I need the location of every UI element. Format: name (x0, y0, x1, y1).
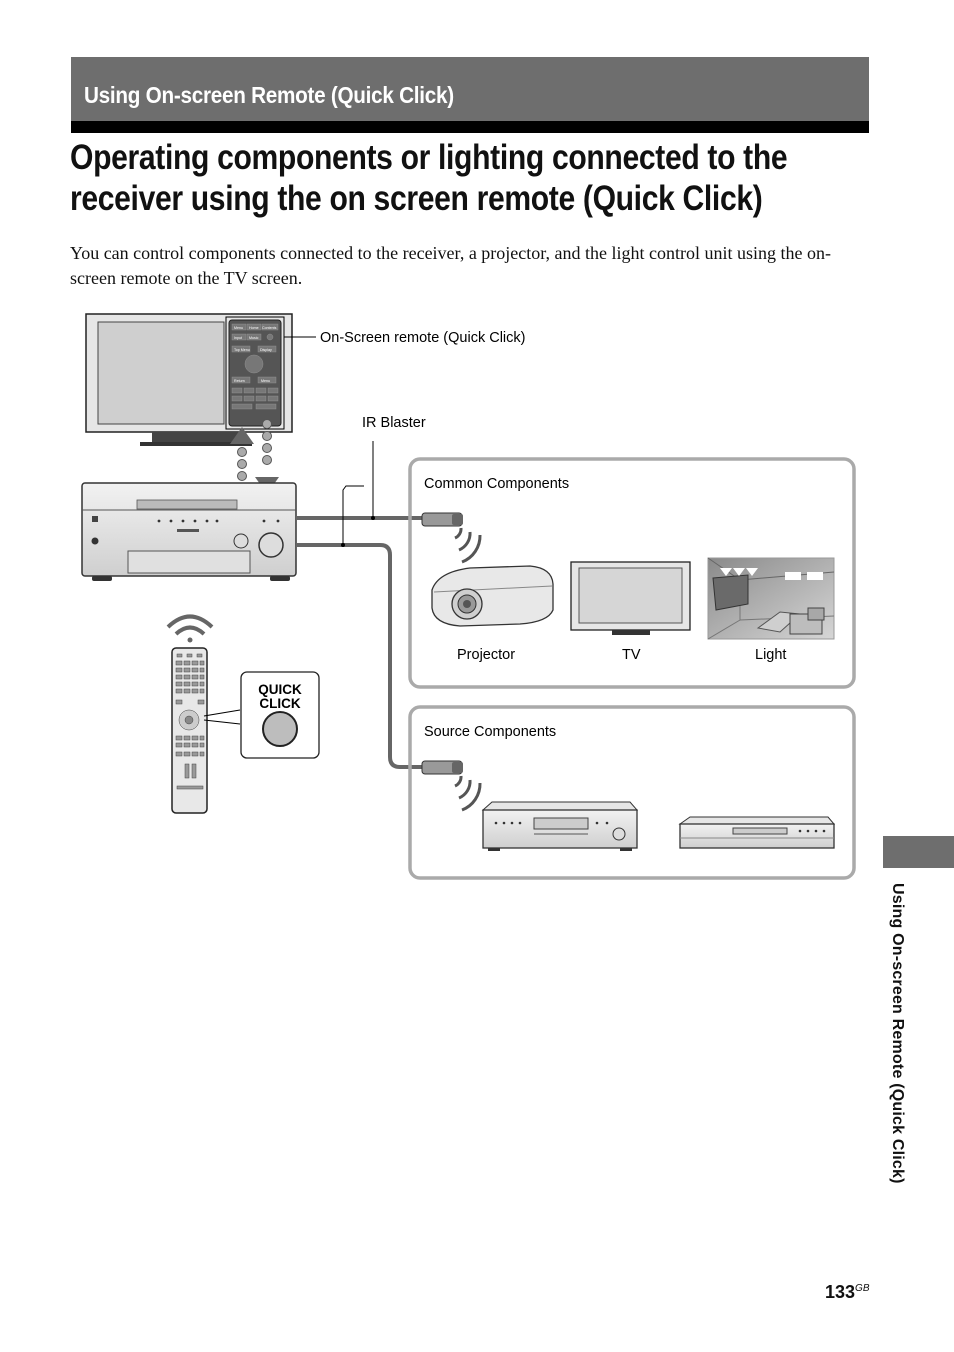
onscreen-remote-buttons (231, 323, 279, 410)
svg-text:Return: Return (234, 379, 245, 383)
quick-click-button-callout: QUICK CLICK (240, 671, 320, 759)
common-components-label: Common Components (424, 476, 569, 492)
page-title: Operating components or lighting connect… (70, 138, 788, 218)
svg-text:Contents: Contents (262, 326, 277, 330)
tv-with-onscreen-remote: Menu Home Contents Input Music Top Menu … (85, 313, 525, 446)
light-label: Light (755, 647, 786, 663)
svg-text:Menu: Menu (261, 379, 270, 383)
source-components-label: Source Components (424, 724, 556, 740)
page-number-suffix: GB (855, 1283, 870, 1294)
onscreen-remote-label: On-Screen remote (Quick Click) (320, 330, 525, 346)
av-receiver (81, 482, 297, 581)
svg-text:Input: Input (234, 336, 242, 340)
page-number: 133GB (825, 1282, 870, 1303)
section-banner (71, 57, 869, 121)
source-components-box: Source Components (408, 705, 856, 880)
quick-click-button (262, 711, 298, 747)
remote-commander: QUICK CLICK (166, 614, 320, 814)
section-banner-rule (71, 121, 869, 133)
source-recorder-image (678, 816, 836, 849)
source-player-image (481, 801, 639, 851)
common-components-box: Common Components Projector TV (408, 457, 856, 689)
svg-text:Menu: Menu (234, 326, 243, 330)
wireless-signal-icon (166, 614, 214, 643)
quick-click-label-line2: CLICK (259, 696, 300, 711)
tv-image (570, 561, 691, 635)
projector-image (431, 565, 554, 627)
svg-text:Home: Home (249, 326, 259, 330)
projector-label: Projector (457, 647, 515, 663)
ir-blaster-label: IR Blaster (362, 415, 426, 431)
light-room-image (707, 557, 835, 640)
ir-emitter-source (421, 760, 482, 812)
ir-blaster-cables (296, 441, 424, 769)
tv-label: TV (622, 647, 641, 663)
ir-emitter-common (421, 512, 482, 564)
onscreen-remote-button-labels: Menu Home Contents Input Music Top Menu … (234, 326, 277, 383)
chapter-tab (883, 836, 954, 868)
quick-click-label-line1: QUICK (258, 682, 302, 697)
chapter-vertical-label: Using On-screen Remote (Quick Click) (889, 883, 906, 1184)
page-number-value: 133 (825, 1282, 856, 1302)
connection-diagram: Menu Home Contents Input Music Top Menu … (81, 313, 856, 880)
svg-text:Music: Music (249, 336, 259, 340)
onscreen-remote-highlight (225, 316, 285, 430)
svg-text:Top Menu: Top Menu (234, 348, 250, 352)
intro-paragraph: You can control components connected to … (70, 243, 832, 288)
section-title: Using On-screen Remote (Quick Click) (84, 82, 454, 108)
svg-text:Display: Display (260, 348, 272, 352)
